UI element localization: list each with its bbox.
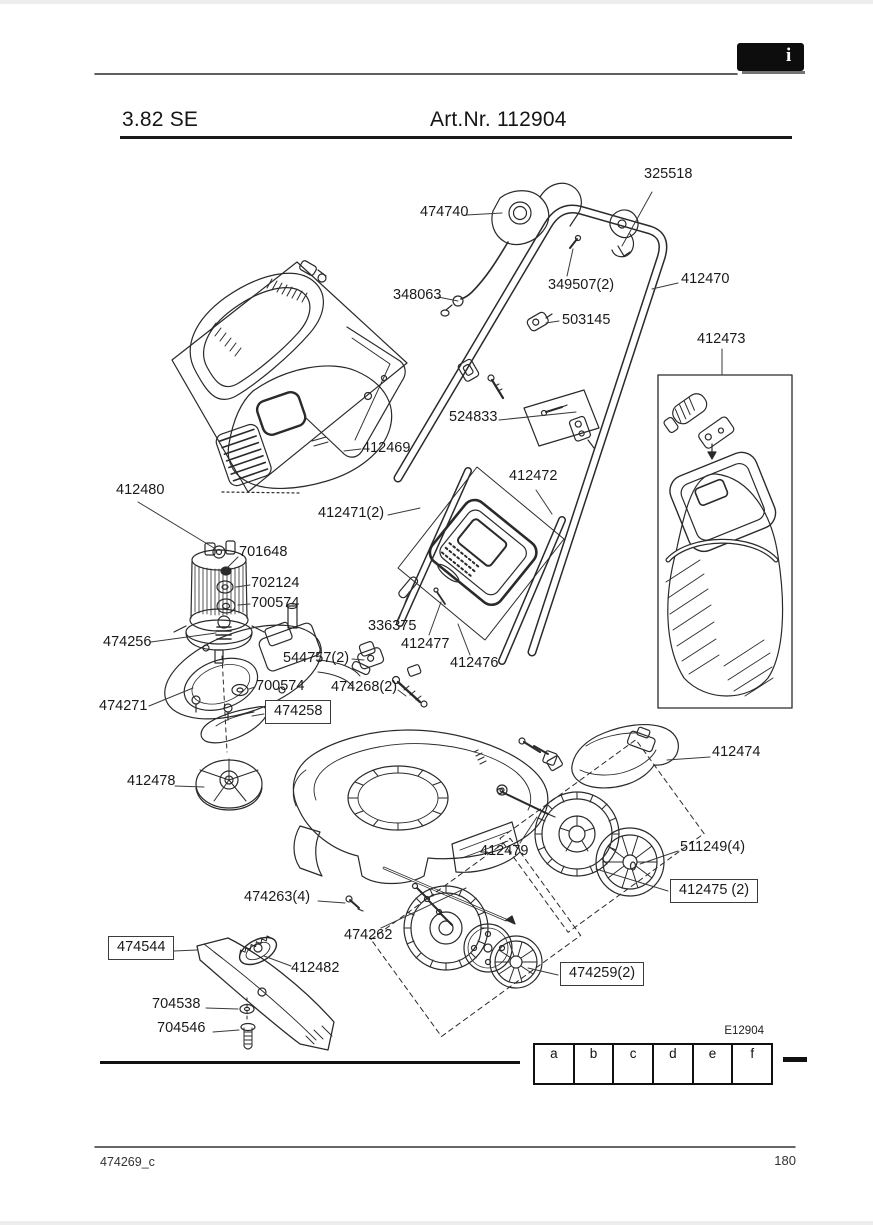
part-label-702124: 702124 (251, 575, 300, 591)
part-label-700574-b: 700574 (256, 678, 305, 694)
legend-table: a b c d e f (533, 1043, 773, 1085)
part-label-412478: 412478 (127, 773, 176, 789)
part-label-412472: 412472 (509, 468, 558, 484)
part-label-474256: 474256 (103, 634, 152, 650)
part-label-412469: 412469 (362, 440, 411, 456)
footer-page-number: 180 (774, 1153, 796, 1168)
part-label-474271: 474271 (99, 698, 148, 714)
part-label-704546: 704546 (157, 1020, 206, 1036)
part-label-412477: 412477 (401, 636, 450, 652)
part-label-544757: 544757(2) (283, 650, 350, 666)
part-label-412470: 412470 (681, 271, 730, 287)
part-label-325518: 325518 (644, 166, 693, 182)
legend-cell-a: a (535, 1045, 575, 1083)
legend-cell-c: c (614, 1045, 655, 1083)
part-label-474259: 474259(2) (560, 962, 645, 986)
part-label-349507: 349507(2) (548, 277, 615, 293)
part-label-412471: 412471(2) (318, 505, 385, 521)
part-label-474262: 474262 (344, 927, 393, 943)
part-label-412476: 412476 (450, 655, 499, 671)
part-label-700574-a: 700574 (251, 595, 300, 611)
part-label-474544: 474544 (108, 936, 175, 960)
legend-cell-f: f (750, 1046, 755, 1061)
part-label-412475: 412475 (2) (670, 879, 759, 903)
part-label-511249: 511249(4) (680, 839, 746, 855)
part-label-412474: 412474 (712, 744, 761, 760)
legend-cell-b: b (575, 1045, 615, 1083)
page-edge-bottom (0, 1221, 873, 1225)
part-label-412473: 412473 (697, 331, 746, 347)
icon-plate-shadow (742, 71, 805, 74)
part-label-474740: 474740 (420, 204, 469, 220)
part-label-701648: 701648 (239, 544, 288, 560)
part-label-704538: 704538 (152, 996, 201, 1012)
page-edge-top (0, 0, 873, 4)
part-label-336375: 336375 (368, 618, 417, 634)
page-title: 3.82 SE (122, 108, 199, 131)
part-label-474258: 474258 (265, 700, 332, 724)
diagram-code: E12904 (724, 1025, 764, 1037)
gears-info-icon (737, 43, 804, 71)
part-label-524833: 524833 (449, 409, 498, 425)
part-label-474263: 474263(4) (244, 889, 311, 905)
part-label-348063: 348063 (393, 287, 442, 303)
part-label-412480: 412480 (116, 482, 165, 498)
part-label-412479: 412479 (480, 843, 529, 859)
legend-cell-d: d (654, 1045, 694, 1083)
footer-document-code: 474269_c (100, 1155, 155, 1169)
info-icon: i (786, 45, 792, 66)
part-label-412482: 412482 (291, 960, 340, 976)
legend-cell-e: e (694, 1045, 734, 1083)
part-label-474268: 474268(2) (331, 679, 398, 695)
article-number: Art.Nr. 112904 (430, 108, 567, 131)
part-label-503145: 503145 (562, 312, 611, 328)
